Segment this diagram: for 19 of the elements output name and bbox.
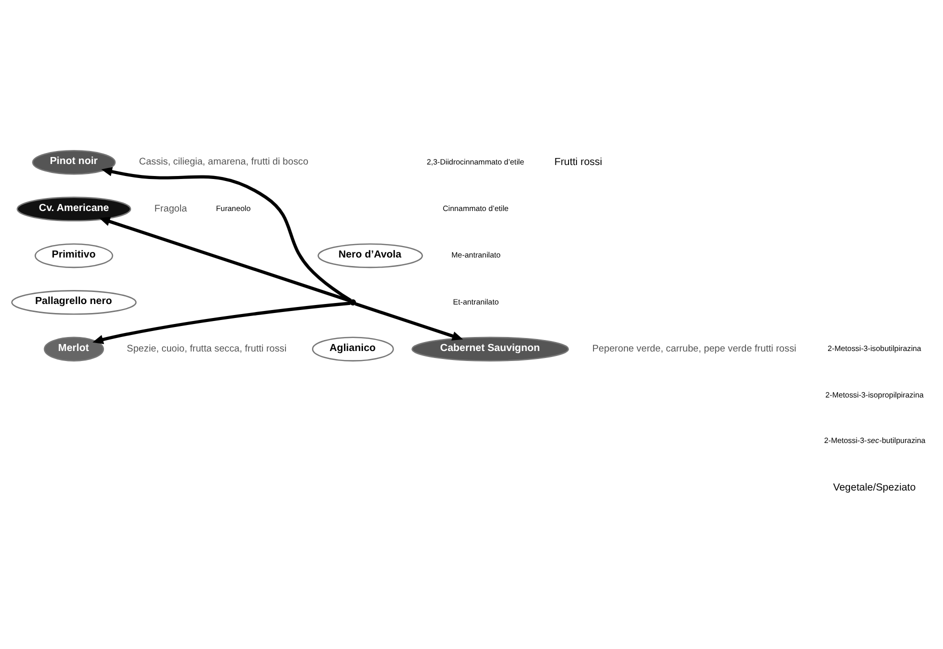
node-label: Cassis, ciliegia, amarena, frutti di bosco (139, 156, 308, 168)
node-ellipse: Cv. Americane (16, 196, 132, 221)
node-ellipse: Pallagrello nero (11, 290, 137, 314)
label: Vegetale/Speziato (833, 482, 916, 493)
arrow (354, 302, 463, 340)
label: Frutti rossi (554, 156, 602, 168)
node-label: Fragola (154, 202, 187, 214)
node-ellipse: Nero d’Avola (318, 242, 423, 268)
node-ellipse: Pinot noir (32, 150, 116, 174)
node-label: Spezie, cuoio, frutta secca, frutti rossi (126, 342, 287, 354)
node-ellipse: Cabernet Sauvignon (411, 336, 569, 361)
node-ellipse: Aglianico (312, 336, 394, 361)
node-label: Peperone verde, carrube, pepe verde frutti rossi (592, 342, 796, 354)
arrow (92, 301, 350, 344)
arrow (99, 216, 351, 302)
node-point (350, 298, 356, 305)
arrow (101, 166, 352, 302)
node-ellipse: Primitivo (34, 242, 114, 268)
node-ellipse: Merlot (44, 336, 104, 361)
